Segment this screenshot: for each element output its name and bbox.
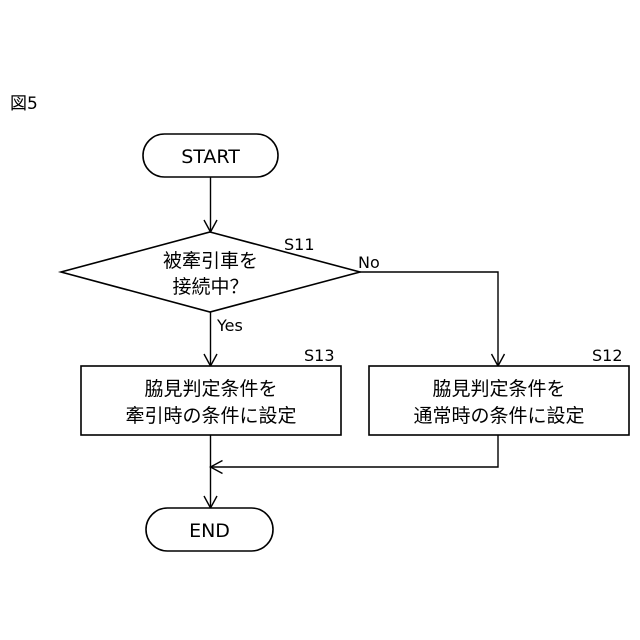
edge-s12-merge: [211, 435, 499, 474]
start-node-text: START: [181, 146, 240, 168]
step-label-s11: S11: [284, 235, 315, 254]
decision-line2: 接続中？: [172, 276, 248, 298]
edge-s13-to-end: [204, 435, 217, 508]
decision-node: 被牽引車を 接続中？: [61, 232, 360, 312]
edge-label-no: No: [358, 253, 380, 272]
edge-no: [360, 272, 505, 366]
process-s12-line2: 通常時の条件に設定: [413, 405, 584, 427]
end-node-text: END: [189, 520, 230, 542]
edge-label-yes: Yes: [216, 316, 243, 335]
start-node: START: [143, 134, 278, 177]
step-label-s13: S13: [304, 346, 335, 365]
process-s13-line2: 牽引時の条件に設定: [125, 405, 296, 427]
edge-yes: [204, 312, 217, 366]
process-node-s13: 脇見判定条件を 牽引時の条件に設定: [81, 366, 341, 435]
decision-line1: 被牽引車を: [163, 250, 258, 272]
process-s13-line1: 脇見判定条件を: [144, 378, 277, 400]
edge-start-to-decision: [204, 177, 217, 232]
process-node-s12: 脇見判定条件を 通常時の条件に設定: [369, 366, 629, 435]
end-node: END: [146, 508, 273, 551]
step-label-s12: S12: [592, 346, 623, 365]
process-s12-line1: 脇見判定条件を: [432, 378, 565, 400]
figure-label: 図5: [10, 94, 38, 114]
